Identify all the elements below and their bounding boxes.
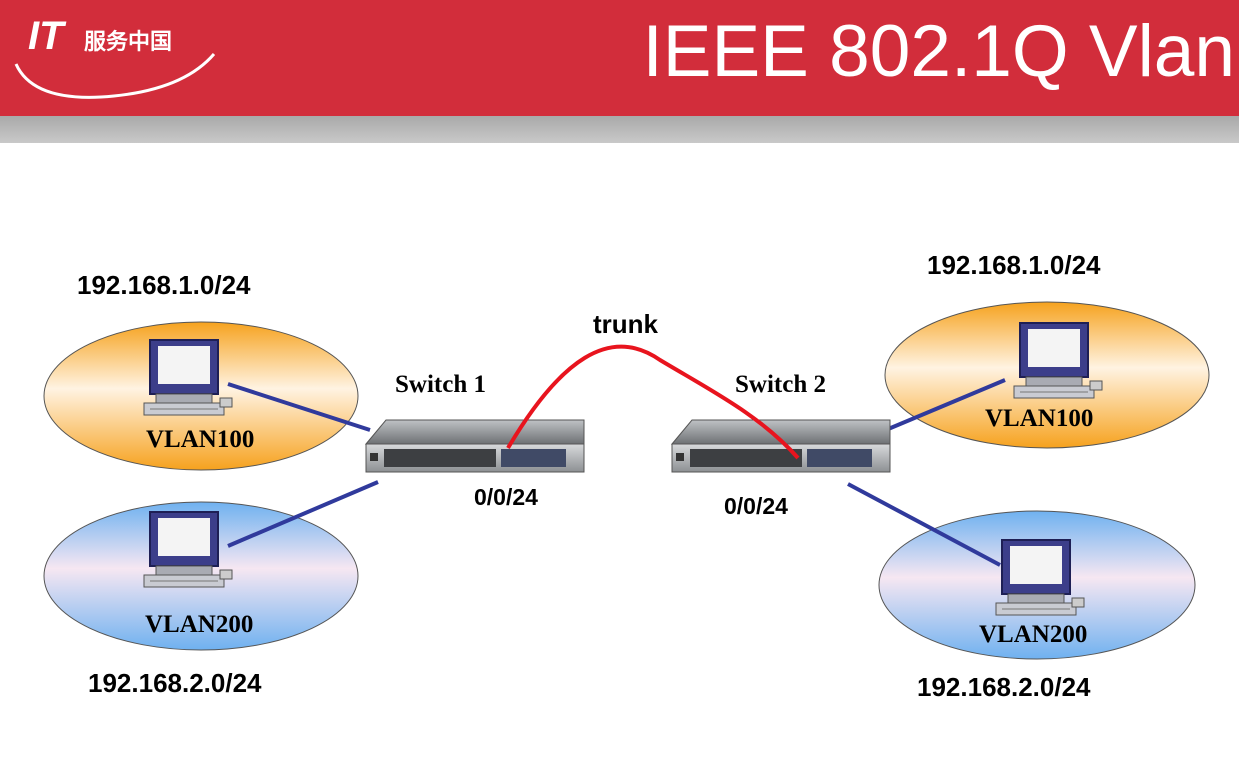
- header-gray-band: [0, 116, 1239, 143]
- pc-icon: [143, 339, 233, 416]
- switch-2-port-label: 0/0/24: [724, 493, 788, 519]
- trunk-link: [506, 344, 800, 460]
- left-vlan100-subnet: 192.168.1.0/24: [77, 270, 251, 300]
- page-title: IEEE 802.1Q Vlan: [642, 11, 1235, 92]
- left-vlan200-label: VLAN200: [145, 611, 254, 638]
- switch-1-port-label: 0/0/24: [474, 484, 538, 510]
- switch-2-device: [671, 419, 891, 473]
- pc-icon: [1013, 322, 1103, 399]
- logo-it-text: IT: [28, 14, 64, 58]
- logo-swoosh: [14, 53, 216, 99]
- logo: IT 服务中国: [14, 14, 224, 104]
- pc-icon: [143, 511, 233, 588]
- switch-1-device: [365, 419, 585, 473]
- trunk-label: trunk: [593, 309, 658, 339]
- logo-cn-text: 服务中国: [84, 30, 173, 55]
- right-vlan100-subnet: 192.168.1.0/24: [927, 250, 1101, 280]
- access-link-right-vlan200: [847, 482, 1001, 567]
- right-vlan100-label: VLAN100: [985, 405, 1094, 432]
- right-vlan200-subnet: 192.168.2.0/24: [917, 672, 1091, 702]
- access-link-left-vlan100: [227, 382, 371, 432]
- switch-1-label: Switch 1: [395, 371, 486, 398]
- pc-icon: [995, 539, 1085, 616]
- network-diagram: [43, 301, 1210, 660]
- left-vlan200-subnet: 192.168.2.0/24: [88, 668, 262, 698]
- switch-2-label: Switch 2: [735, 371, 826, 398]
- left-vlan100-label: VLAN100: [146, 426, 255, 453]
- access-link-left-vlan200: [227, 480, 379, 548]
- header-bar: [0, 0, 1239, 116]
- right-vlan200-label: VLAN200: [979, 621, 1088, 648]
